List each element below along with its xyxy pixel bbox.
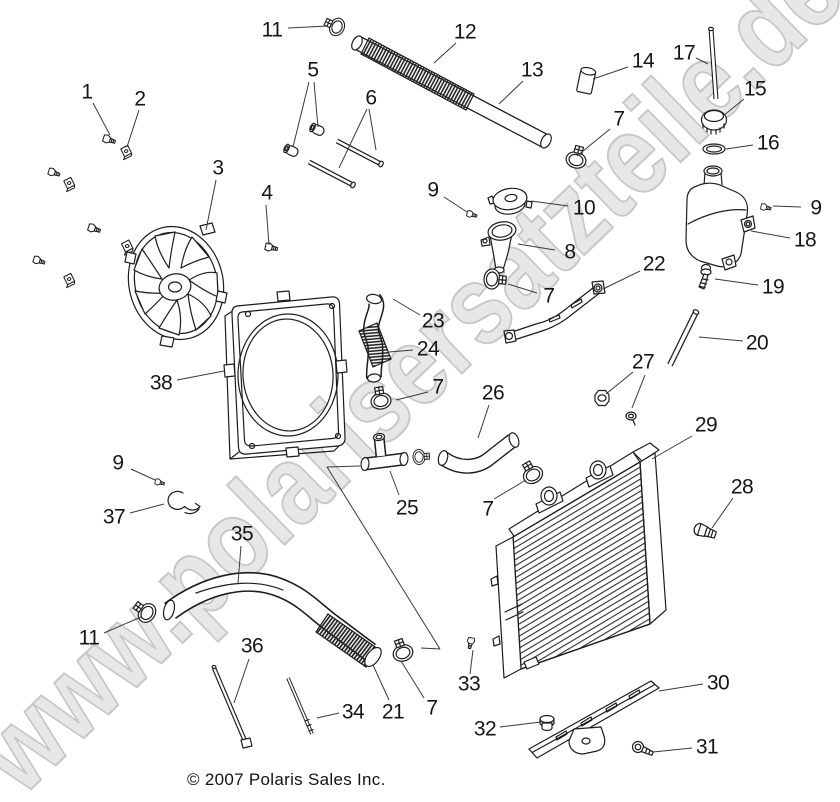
fitting-19 — [698, 263, 712, 290]
callout-7-44: 7 — [482, 497, 494, 521]
callout-9-8: 9 — [427, 178, 439, 202]
callout-21-38: 21 — [381, 700, 405, 724]
callout-14-27: 14 — [631, 49, 655, 73]
fan-shroud — [223, 290, 348, 460]
callout-11-35: 11 — [78, 626, 100, 650]
callout-28-19: 28 — [730, 475, 754, 499]
callout-10-9: 10 — [572, 196, 596, 220]
callout-34-37: 34 — [341, 700, 365, 724]
callout-25-15: 25 — [395, 496, 419, 520]
callout-30-42: 30 — [706, 671, 730, 695]
callout-5-4: 5 — [307, 58, 319, 82]
callout-27-17: 27 — [631, 350, 655, 374]
callout-7-10: 7 — [543, 284, 555, 308]
callout-33-40: 33 — [457, 672, 481, 696]
bolt-28 — [693, 522, 717, 539]
callout-7-6: 7 — [613, 107, 625, 131]
grommet-32 — [539, 714, 555, 732]
callout-31-43: 31 — [695, 735, 719, 759]
nuts-27 — [594, 389, 637, 426]
cooling-fan — [124, 222, 228, 348]
dipstick-17 — [707, 26, 719, 100]
callout-15-25: 15 — [743, 77, 767, 101]
callout-9-32: 9 — [112, 451, 124, 475]
callout-7-14: 7 — [432, 375, 444, 399]
spring-clip-37 — [167, 490, 201, 515]
callout-20-20: 20 — [745, 331, 769, 355]
hose-26 — [437, 432, 520, 474]
callout-26-16: 26 — [481, 381, 505, 405]
bracket-30 — [528, 680, 660, 759]
elbow-hose-23-24 — [358, 293, 392, 383]
callout-38-31: 38 — [149, 371, 173, 395]
reservoir-group — [685, 26, 756, 290]
callout-11-30: 11 — [261, 18, 283, 42]
tank-18 — [685, 165, 756, 271]
callout-13-29: 13 — [520, 58, 544, 82]
callout-22-11: 22 — [642, 252, 666, 276]
callout-18-22: 18 — [793, 228, 817, 252]
callout-16-24: 16 — [756, 131, 780, 155]
radiator-cap-10 — [487, 187, 533, 215]
callout-23-12: 23 — [421, 309, 445, 333]
o-ring-16 — [702, 143, 726, 155]
callout-12-28: 12 — [453, 20, 477, 44]
callout-36-36: 36 — [240, 634, 264, 658]
callout-3-2: 3 — [212, 156, 224, 180]
callout-2-1: 2 — [134, 87, 146, 111]
callout-37-33: 37 — [102, 505, 126, 529]
callout-24-13: 24 — [416, 337, 440, 361]
copyright-text: © 2007 Polaris Sales Inc. — [187, 770, 386, 789]
filler-neck-8 — [480, 221, 517, 274]
callout-7-39: 7 — [426, 696, 438, 720]
callout-8-7: 8 — [564, 240, 576, 264]
radiator-29 — [490, 442, 667, 679]
callout-19-21: 19 — [761, 275, 785, 299]
callout-4-3: 4 — [261, 181, 273, 205]
callout-17-26: 17 — [672, 41, 696, 65]
rods-34-36 — [211, 664, 314, 749]
screw-31 — [631, 740, 654, 756]
callout-1-0: 1 — [81, 80, 93, 104]
callout-32-41: 32 — [473, 717, 497, 741]
tube-20 — [667, 309, 700, 367]
callout-29-18: 29 — [694, 413, 718, 437]
upper-hose-12-13 — [351, 35, 552, 149]
callout-9-23: 9 — [810, 196, 822, 220]
bracket-22 — [503, 280, 606, 344]
cap-15 — [700, 109, 728, 135]
callout-6-5: 6 — [365, 86, 377, 110]
callout-35-34: 35 — [230, 522, 254, 546]
